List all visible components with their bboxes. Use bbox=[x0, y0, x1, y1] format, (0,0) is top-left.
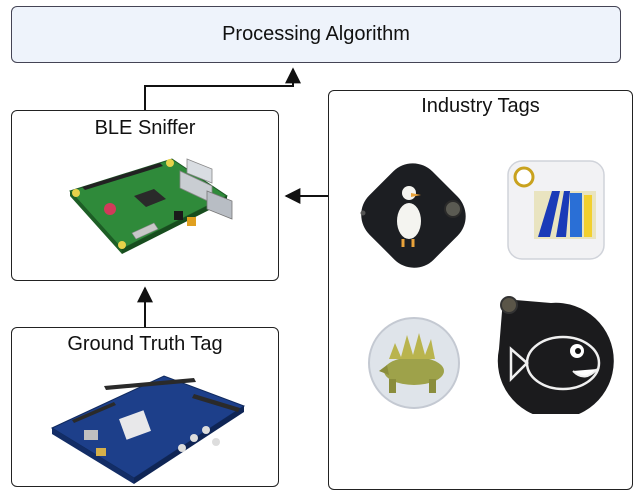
dev-board-image bbox=[50, 375, 246, 484]
industry-tags-label: Industry Tags bbox=[421, 95, 540, 117]
sniffer-to-processing-arrow bbox=[144, 67, 301, 110]
ab-tag-image bbox=[507, 160, 605, 260]
industry-tags-box: Industry Tags bbox=[328, 90, 633, 490]
ble-sniffer-label: BLE Sniffer bbox=[94, 117, 196, 139]
stegosaurus-tag-image bbox=[368, 317, 460, 409]
processing-algorithm-label: Processing Algorithm bbox=[222, 23, 410, 45]
duck-tag-image bbox=[360, 163, 466, 268]
fish-tag-image bbox=[497, 296, 614, 414]
connector-arrows bbox=[137, 67, 328, 327]
processing-algorithm-box: Processing Algorithm bbox=[11, 6, 621, 63]
ble-sniffer-box: BLE Sniffer bbox=[11, 110, 279, 281]
ground-truth-tag-label: Ground Truth Tag bbox=[67, 333, 223, 355]
raspberry-pi-image bbox=[69, 158, 233, 254]
